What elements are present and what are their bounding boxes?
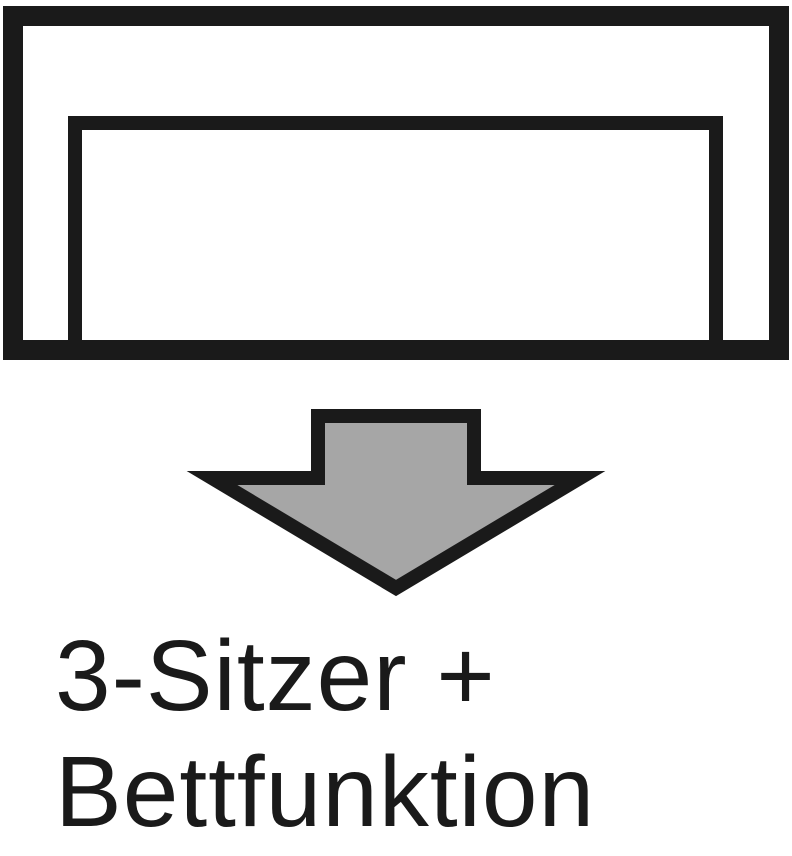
sofa-top-view-icon [0, 0, 792, 370]
sofa-function-caption: 3-Sitzer + Bettfunktion [55, 618, 775, 850]
arrow-down-icon [0, 400, 792, 600]
caption-line-1: 3-Sitzer + [55, 620, 496, 732]
caption-line-2: Bettfunktion [55, 736, 596, 848]
arrow-shape [186, 409, 606, 597]
sofa-frame [3, 6, 789, 360]
sofa-seat [68, 116, 723, 341]
